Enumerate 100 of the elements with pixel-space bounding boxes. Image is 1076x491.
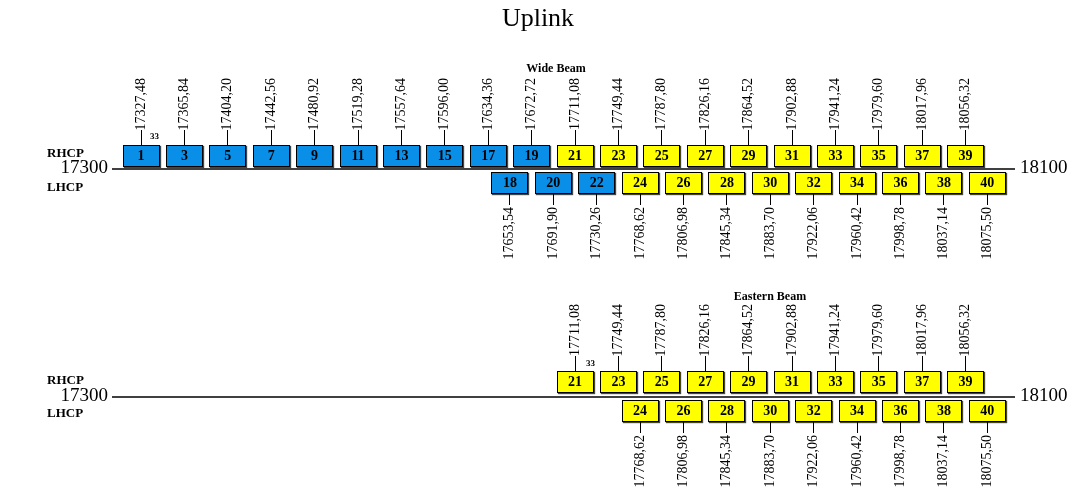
frequency-label: 17979,60 <box>871 77 886 130</box>
beam-title: Eastern Beam <box>733 290 807 304</box>
frequency-label: 17806,98 <box>676 435 690 488</box>
frequency-label: 17941,24 <box>827 77 842 130</box>
frequency-label: 17768,62 <box>632 435 647 488</box>
channel-box: 5 <box>209 145 247 167</box>
frequency-label: 17960,42 <box>849 435 864 488</box>
annotation-number: 33 <box>150 132 159 142</box>
channel-box: 22 <box>578 172 616 194</box>
polarization-label: LHCP <box>47 180 84 195</box>
channel-box: 28 <box>708 400 746 422</box>
channel-box: 38 <box>925 172 963 194</box>
frequency-label: 17711,08 <box>567 304 582 356</box>
channel-box: 23 <box>599 145 637 167</box>
frequency-label: 17653,54 <box>502 207 517 260</box>
frequency-label: 17596,00 <box>437 77 452 130</box>
diagram-title: Uplink <box>500 3 576 33</box>
frequency-label: 17845,34 <box>719 435 734 488</box>
channel-box: 21 <box>556 371 594 393</box>
frequency-label: 17327,48 <box>133 77 148 130</box>
channel-box: 13 <box>382 145 420 167</box>
channel-box: 26 <box>665 400 702 422</box>
frequency-label: 18037,14 <box>936 207 951 260</box>
axis-start-label: 17300 <box>60 385 108 406</box>
channel-box: 34 <box>838 400 876 422</box>
frequency-label: 17557,64 <box>393 77 408 130</box>
channel-box: 28 <box>708 172 746 194</box>
frequency-label: 17864,52 <box>741 77 756 130</box>
frequency-label: 17826,16 <box>697 303 712 356</box>
channel-box: 36 <box>882 400 919 422</box>
channel-box: 3 <box>165 145 203 167</box>
channel-box: 39 <box>947 371 985 393</box>
frequency-label: 18017,96 <box>914 303 929 356</box>
channel-box: 25 <box>643 371 681 393</box>
channel-box: 21 <box>556 145 594 167</box>
frequency-label: 17806,98 <box>676 207 690 260</box>
channel-box: 33 <box>816 145 854 167</box>
frequency-label: 17365,84 <box>176 77 191 130</box>
frequency-label: 17998,78 <box>893 435 907 488</box>
frequency-label: 17711,08 <box>567 78 582 130</box>
channel-box: 35 <box>860 145 898 167</box>
beam-title: Wide Beam <box>526 62 586 76</box>
frequency-label: 18017,96 <box>914 77 929 130</box>
frequency-label: 18056,32 <box>958 77 973 130</box>
channel-box: 11 <box>339 145 377 167</box>
axis-start-label: 17300 <box>60 157 108 178</box>
channel-box: 37 <box>903 145 941 167</box>
channel-box: 25 <box>643 145 681 167</box>
polarization-label: LHCP <box>47 406 84 421</box>
channel-box: 30 <box>751 400 789 422</box>
channel-box: 39 <box>947 145 985 167</box>
axis-end-label: 18100 <box>1020 385 1068 406</box>
frequency-label: 17787,80 <box>654 303 669 356</box>
frequency-label: 17883,70 <box>762 207 777 260</box>
frequency-label: 17480,92 <box>307 77 322 130</box>
frequency-label: 18037,14 <box>936 435 951 488</box>
channel-box: 19 <box>513 145 551 167</box>
channel-box: 9 <box>296 145 334 167</box>
frequency-label: 17691,90 <box>545 207 560 260</box>
channel-box: 31 <box>773 371 811 393</box>
frequency-label: 17845,34 <box>719 207 734 260</box>
channel-box: 29 <box>730 371 768 393</box>
frequency-label: 17960,42 <box>849 207 864 260</box>
frequency-label: 18075,50 <box>979 207 994 260</box>
channel-box: 1 <box>122 145 160 167</box>
axis-end-label: 18100 <box>1020 157 1068 178</box>
channel-box: 7 <box>252 145 290 167</box>
channel-box: 40 <box>968 400 1006 422</box>
channel-box: 32 <box>795 400 833 422</box>
frequency-label: 17826,16 <box>697 77 712 130</box>
channel-box: 20 <box>534 172 572 194</box>
frequency-label: 17749,44 <box>610 77 625 130</box>
frequency-label: 17442,56 <box>263 77 278 130</box>
frequency-label: 17404,20 <box>220 77 235 130</box>
frequency-label: 17979,60 <box>871 303 886 356</box>
frequency-label: 17730,26 <box>589 207 604 260</box>
channel-box: 15 <box>426 145 464 167</box>
channel-box: 31 <box>773 145 811 167</box>
channel-box: 24 <box>621 400 659 422</box>
frequency-label: 17519,28 <box>350 77 365 130</box>
channel-box: 23 <box>599 371 637 393</box>
frequency-label: 17787,80 <box>654 77 669 130</box>
channel-box: 32 <box>795 172 833 194</box>
frequency-label: 17864,52 <box>741 303 756 356</box>
frequency-label: 17922,06 <box>806 207 821 260</box>
channel-box: 26 <box>665 172 702 194</box>
channel-box: 40 <box>968 172 1006 194</box>
frequency-label: 18075,50 <box>979 435 994 488</box>
channel-box: 24 <box>621 172 659 194</box>
channel-box: 30 <box>751 172 789 194</box>
frequency-label: 17883,70 <box>762 435 777 488</box>
channel-box: 27 <box>686 145 724 167</box>
channel-box: 33 <box>816 371 854 393</box>
channel-box: 27 <box>686 371 724 393</box>
polarization-label: RHCP <box>47 373 84 388</box>
frequency-label: 17941,24 <box>827 303 842 356</box>
frequency-label: 17634,36 <box>480 77 495 130</box>
channel-box: 18 <box>491 172 529 194</box>
annotation-number: 33 <box>586 359 595 369</box>
frequency-label: 17902,88 <box>784 77 799 130</box>
